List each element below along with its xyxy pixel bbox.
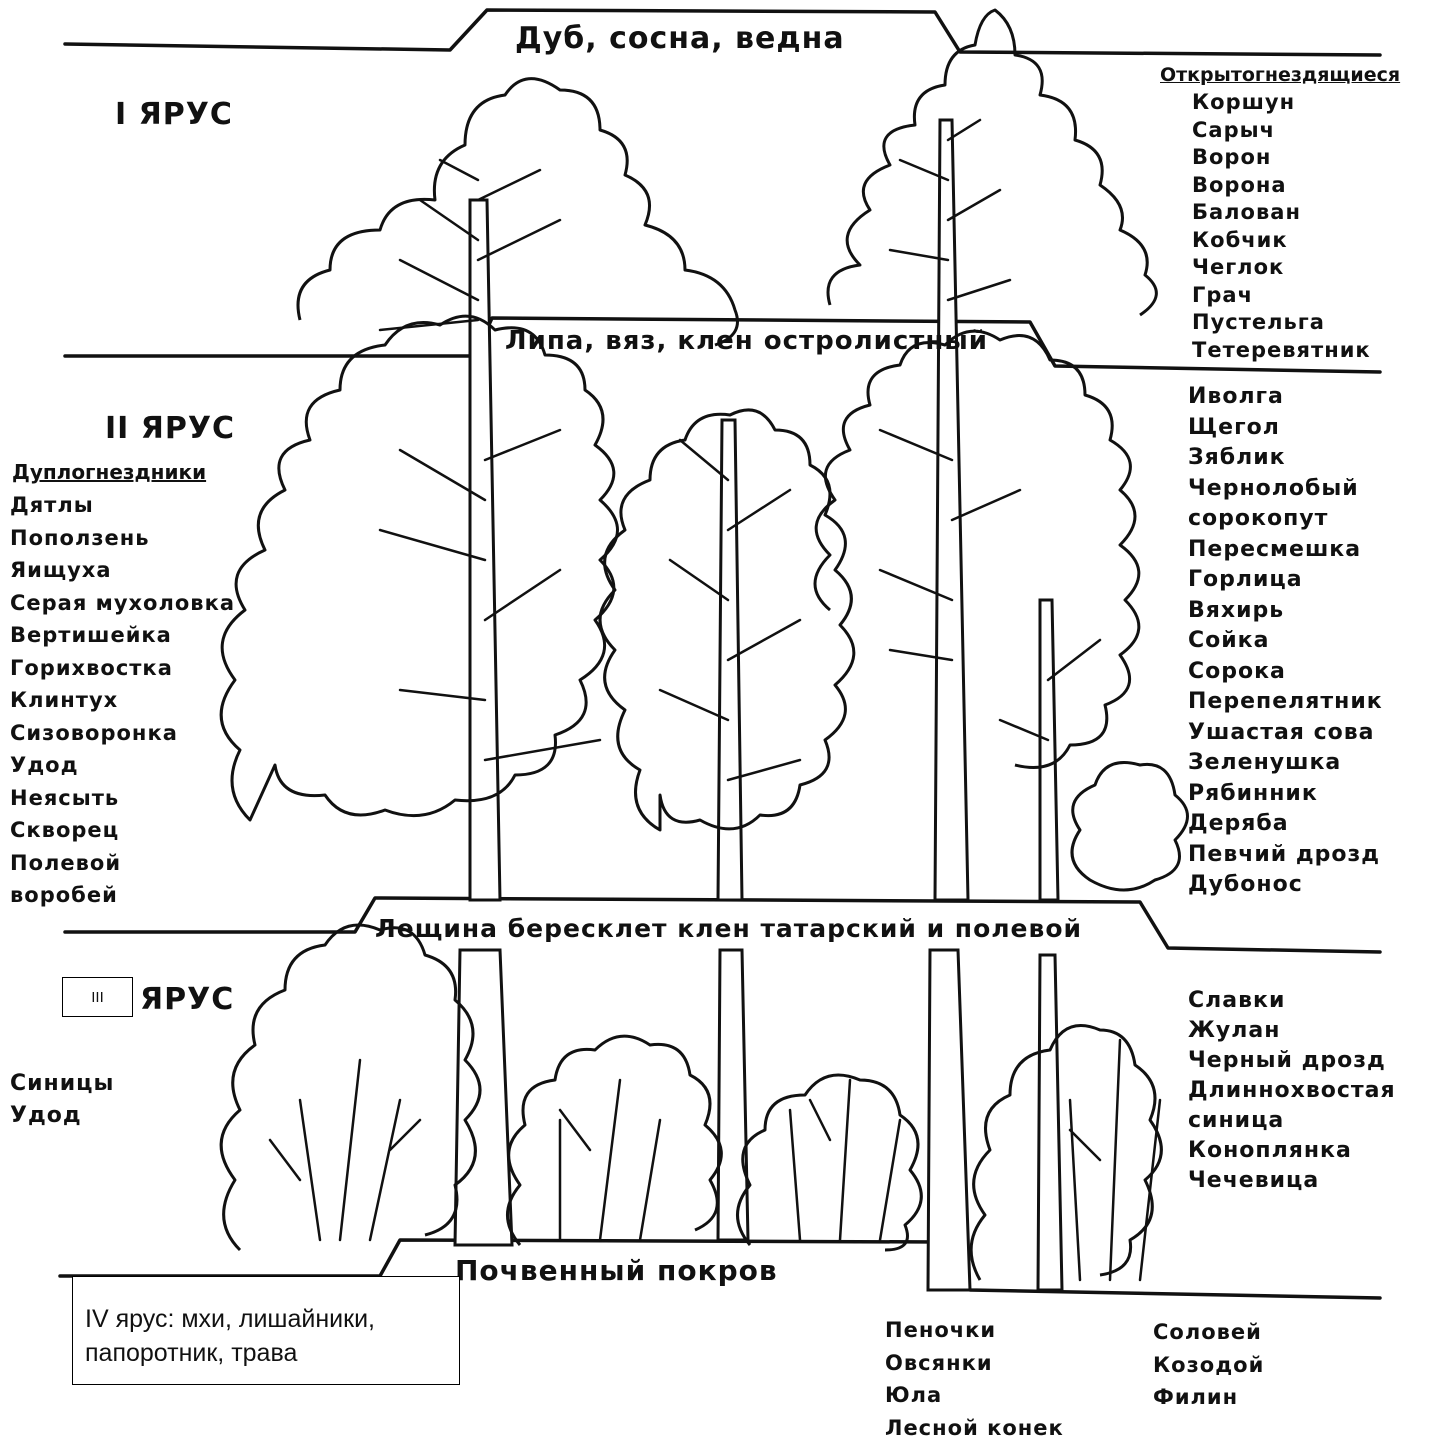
shrub-4 bbox=[971, 1026, 1161, 1281]
list-item: Яищуха bbox=[10, 560, 235, 593]
list-item: Славки bbox=[1188, 990, 1396, 1020]
pine-trunk-right bbox=[935, 120, 968, 900]
list-item: Черный дрозд bbox=[1188, 1050, 1396, 1080]
tier3-label: ЯРУС bbox=[140, 985, 234, 1015]
list-item: Иволга bbox=[1188, 386, 1383, 417]
maple-trunk bbox=[1040, 600, 1058, 900]
list-item: Сизоворонка bbox=[10, 723, 235, 756]
list-item: Чеглок bbox=[1192, 257, 1371, 285]
tier4-note-box: IV ярус: мхи, лишайники, папоротник, тра… bbox=[72, 1276, 460, 1385]
list-item: Чечевица bbox=[1188, 1170, 1396, 1200]
list-item: Удод bbox=[10, 1105, 114, 1137]
tier1-label: I ЯРУС bbox=[115, 100, 233, 130]
list-item: Удод bbox=[10, 755, 235, 788]
list-item: Горихвостка bbox=[10, 658, 235, 691]
list-item: Вяхирь bbox=[1188, 600, 1383, 631]
list-item: Кобчик bbox=[1192, 230, 1371, 258]
list-item: Вертишейка bbox=[10, 625, 235, 658]
tier1-birds-heading: Открытогнездящиеся bbox=[1160, 66, 1400, 85]
maple-canopy-tier2 bbox=[815, 331, 1139, 767]
tier2-left-heading: Дуплогнездники bbox=[12, 462, 206, 482]
list-item: Зеленушка bbox=[1188, 752, 1383, 783]
lower-trunk-1 bbox=[455, 950, 512, 1245]
list-item: Зяблик bbox=[1188, 447, 1383, 478]
list-item: Длиннохвостая bbox=[1188, 1080, 1396, 1110]
list-item: сорокопут bbox=[1188, 508, 1383, 539]
tier1-birds-list: Коршун Сарыч Ворон Ворона Балован Кобчик… bbox=[1192, 92, 1371, 367]
list-item: Горлица bbox=[1188, 569, 1383, 600]
list-item: Тетеревятник bbox=[1192, 340, 1371, 368]
list-item: Неясыть bbox=[10, 788, 235, 821]
small-canopy-tier2 bbox=[1072, 763, 1188, 891]
list-item: Перепелятник bbox=[1188, 691, 1383, 722]
list-item: Ворон bbox=[1192, 147, 1371, 175]
tier3-right-list: Славки Жулан Черный дрозд Длиннохвостая … bbox=[1188, 990, 1396, 1200]
list-item: Филин bbox=[1153, 1387, 1264, 1420]
list-item: Синицы bbox=[10, 1073, 114, 1105]
list-item: Клинтух bbox=[10, 690, 235, 723]
list-item: Пеночки bbox=[885, 1320, 1064, 1353]
list-item: Лесной конек bbox=[885, 1418, 1064, 1450]
list-item: Дятлы bbox=[10, 495, 235, 528]
list-item: Соловей bbox=[1153, 1322, 1264, 1355]
list-item: Коноплянка bbox=[1188, 1140, 1396, 1170]
tier3-roman-box: III bbox=[62, 977, 133, 1017]
list-item: Жулан bbox=[1188, 1020, 1396, 1050]
ground-birds-col2: Соловей Козодой Филин bbox=[1153, 1322, 1264, 1420]
list-item: Сойка bbox=[1188, 630, 1383, 661]
lower-trunk-3 bbox=[928, 950, 970, 1290]
tier1-banner-label: Дуб, сосна, ведна bbox=[515, 24, 845, 54]
list-item: Козодой bbox=[1153, 1355, 1264, 1388]
tier2-banner-label: Липа, вяз, клен остролистный bbox=[505, 328, 988, 354]
list-item: Рябинник bbox=[1188, 783, 1383, 814]
list-item: Сорока bbox=[1188, 661, 1383, 692]
list-item: Деряба bbox=[1188, 813, 1383, 844]
oak-canopy-tier1 bbox=[298, 79, 738, 345]
tier2-left-list: Дятлы Поползень Яищуха Серая мухоловка В… bbox=[10, 495, 235, 918]
tier2-label: II ЯРУС bbox=[105, 414, 235, 444]
tree-trunks bbox=[455, 120, 1062, 1290]
list-item: Полевой bbox=[10, 853, 235, 886]
tier3-left-list: Синицы Удод bbox=[10, 1073, 114, 1137]
list-item: Юла bbox=[885, 1385, 1064, 1418]
lower-trunk-4 bbox=[1038, 955, 1062, 1290]
list-item: Сарыч bbox=[1192, 120, 1371, 148]
list-item: Дубонос bbox=[1188, 874, 1383, 905]
list-item: Поползень bbox=[10, 528, 235, 561]
list-item: синица bbox=[1188, 1110, 1396, 1140]
list-item: Щегол bbox=[1188, 417, 1383, 448]
list-item: Ворона bbox=[1192, 175, 1371, 203]
list-item: Коршун bbox=[1192, 92, 1371, 120]
list-item: Певчий дрозд bbox=[1188, 844, 1383, 875]
tier3-banner-label: Лещина бересклет клен татарский и полево… bbox=[375, 916, 1082, 941]
list-item: Балован bbox=[1192, 202, 1371, 230]
list-item: Скворец bbox=[10, 820, 235, 853]
shrub-2 bbox=[508, 1036, 722, 1245]
list-item: Чернолобый bbox=[1188, 478, 1383, 509]
list-item: Пустельга bbox=[1192, 312, 1371, 340]
list-item: Пересмешка bbox=[1188, 539, 1383, 570]
ground-banner-label: Почвенный покров bbox=[455, 1257, 778, 1285]
shrub-1 bbox=[221, 925, 480, 1250]
list-item: Грач bbox=[1192, 285, 1371, 313]
list-item: Овсянки bbox=[885, 1353, 1064, 1386]
ground-birds-col1: Пеночки Овсянки Юла Лесной конек bbox=[885, 1320, 1064, 1450]
pine-canopy-tier1 bbox=[828, 10, 1156, 315]
list-item: воробей bbox=[10, 885, 235, 918]
tier2-right-list: Иволга Щегол Зяблик Чернолобый сорокопут… bbox=[1188, 386, 1383, 905]
list-item: Ушастая сова bbox=[1188, 722, 1383, 753]
oak-canopy-tier2 bbox=[221, 316, 617, 820]
list-item: Серая мухоловка bbox=[10, 593, 235, 626]
